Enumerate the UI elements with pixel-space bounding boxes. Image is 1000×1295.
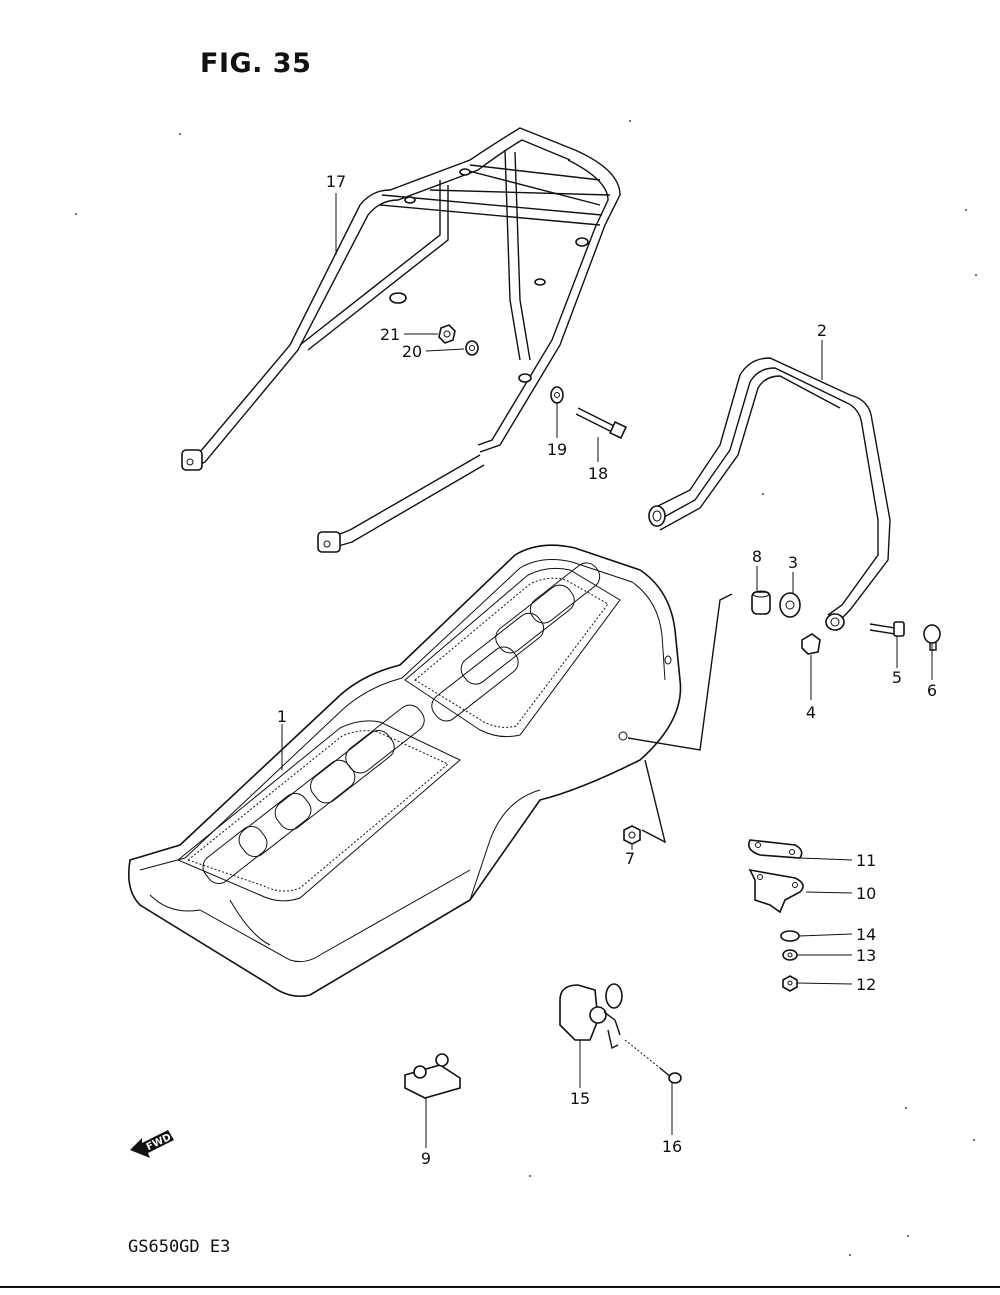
part-4-cushion (801, 633, 821, 655)
callout-8: 8 (752, 547, 762, 566)
callout-15: 15 (570, 1089, 590, 1108)
part-11-plate (747, 839, 803, 859)
callout-11: 11 (856, 851, 876, 870)
part-3-grommet (779, 592, 801, 618)
part-8-spacer (751, 590, 771, 615)
part-15-seat-lock (559, 983, 661, 1069)
part-14-washer (780, 930, 800, 942)
callout-4: 4 (806, 703, 816, 722)
callout-21: 21 (380, 325, 400, 344)
scan-specks (75, 120, 977, 1256)
callout-5: 5 (892, 668, 902, 687)
callout-14: 14 (856, 925, 876, 944)
callout-17: 17 (326, 172, 346, 191)
callout-18: 18 (588, 464, 608, 483)
part-16-screw (659, 1067, 682, 1084)
callout-leaders (281, 193, 933, 1148)
callout-3: 3 (788, 553, 798, 572)
callout-1: 1 (277, 707, 287, 726)
page-bottom-rule (0, 1286, 1000, 1288)
part-9-rubber-block (404, 1053, 461, 1099)
part-19-washer (550, 386, 564, 404)
part-20-washer (465, 340, 479, 356)
part-21-nut (438, 324, 456, 344)
callout-20: 20 (402, 342, 422, 361)
part-12-nut (782, 975, 798, 992)
callout-13: 13 (856, 946, 876, 965)
rear-carrier-rack (181, 127, 621, 553)
grab-rail (648, 357, 891, 631)
callout-numbers: 1 2 3 4 5 6 7 8 9 10 11 12 13 14 15 16 1… (277, 172, 937, 1168)
callout-9: 9 (421, 1149, 431, 1168)
callout-2: 2 (817, 321, 827, 340)
callout-19: 19 (547, 440, 567, 459)
callout-6: 6 (927, 681, 937, 700)
figure-title: FIG. 35 (200, 48, 312, 79)
callout-12: 12 (856, 975, 876, 994)
part-18-bolt (575, 407, 628, 440)
part-13-washer (782, 949, 798, 961)
forward-direction-arrow: FWD (130, 1130, 174, 1158)
seat (127, 544, 682, 998)
part-10-bracket (748, 868, 804, 914)
callout-10: 10 (856, 884, 876, 903)
part-7-nut (623, 825, 641, 845)
callout-7: 7 (625, 849, 635, 868)
part-5-bolt (869, 621, 905, 637)
callout-16: 16 (662, 1137, 682, 1156)
model-code-label: GS650GD E3 (128, 1237, 231, 1257)
